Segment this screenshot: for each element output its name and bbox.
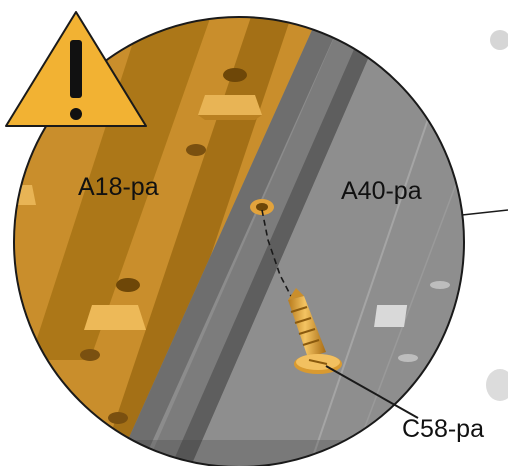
wood-hole: [108, 412, 128, 424]
wood-hole: [80, 349, 100, 361]
wood-hole: [116, 278, 140, 292]
wood-pad: [198, 95, 262, 115]
leader-line-right: [461, 209, 508, 216]
screw-part: [288, 288, 342, 374]
shadow-edge: [14, 440, 464, 466]
steel-band-dark: [165, 17, 398, 466]
label-c58-pa: C58-pa: [402, 415, 484, 443]
steel-band: [140, 17, 380, 466]
steel-cutout: [374, 305, 408, 327]
wood-pad: [14, 185, 36, 205]
screw-hole-inner: [256, 203, 268, 211]
wood-hole: [186, 144, 206, 156]
screw-path: [261, 209, 293, 299]
wood-pad: [34, 420, 76, 440]
warning-triangle-icon: [5, 11, 147, 127]
steel-hole: [430, 281, 450, 289]
wood-pad: [84, 305, 146, 330]
steel-edge: [110, 17, 355, 466]
magnifier-outline: [13, 16, 465, 466]
label-a18-pa: A18-pa: [78, 173, 159, 201]
wood-groove: [30, 17, 220, 360]
leader-line-screw: [325, 365, 419, 419]
label-a40-pa: A40-pa: [341, 177, 422, 205]
background-hints: [486, 30, 508, 401]
wood-hole: [223, 68, 247, 82]
steel-hole: [398, 354, 418, 362]
wood-pad: [198, 115, 262, 120]
